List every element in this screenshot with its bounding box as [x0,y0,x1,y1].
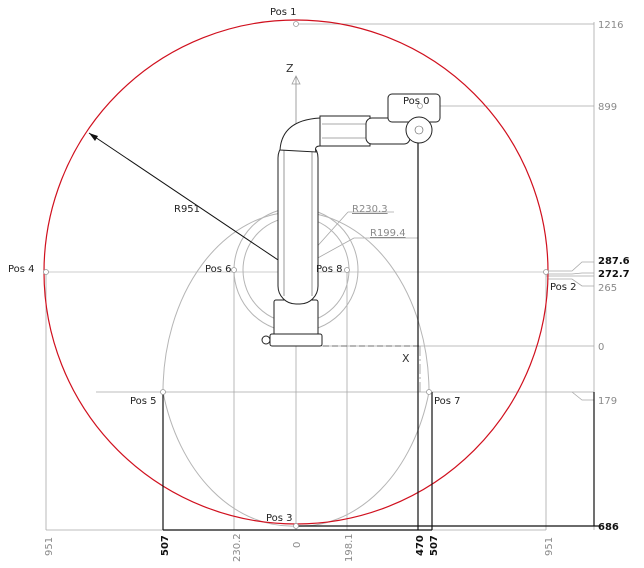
radius-r230-label: R230.3 [352,204,388,215]
radius-r951-label: R951 [174,204,200,215]
label-pos8: Pos 8 [316,264,343,275]
dim-265: 265 [598,283,617,294]
label-pos6: Pos 6 [205,264,232,275]
dim-left-507: 507 [160,535,171,556]
dim-686: 686 [598,522,619,533]
dim-zero: 0 [292,542,303,548]
label-pos5: Pos 5 [130,396,157,407]
dim-470: 470 [415,535,426,556]
axis-z-label: Z [286,62,294,75]
dim-198-1: 198.1 [344,533,355,562]
dim-1216: 1216 [598,20,623,31]
radius-r951-line [88,132,297,273]
robot-arm [261,93,441,347]
dim-272-7: 272.7 [598,269,630,280]
dim-899: 899 [598,102,617,113]
dim-230-2: 230.2 [232,533,243,562]
dim-right-951: 951 [544,537,555,556]
dim-left-951: 951 [44,537,55,556]
label-pos1: Pos 1 [270,7,297,18]
dim-right-507: 507 [429,535,440,556]
radius-r199-label: R199.4 [370,228,406,239]
dim-0: 0 [598,342,604,353]
label-pos0: Pos 0 [403,96,430,107]
axis-x-label: X [402,352,410,365]
label-pos3: Pos 3 [266,513,293,524]
dark-dim-lines [162,130,600,531]
arc-right [295,211,430,527]
dim-287-6: 287.6 [598,256,630,267]
label-pos4: Pos 4 [8,264,35,275]
label-pos2: Pos 2 [550,282,577,293]
label-pos7: Pos 7 [434,396,461,407]
position-markers [43,21,549,529]
dimension-lines [45,22,595,531]
arc-left [162,211,297,527]
dim-179: 179 [598,396,617,407]
